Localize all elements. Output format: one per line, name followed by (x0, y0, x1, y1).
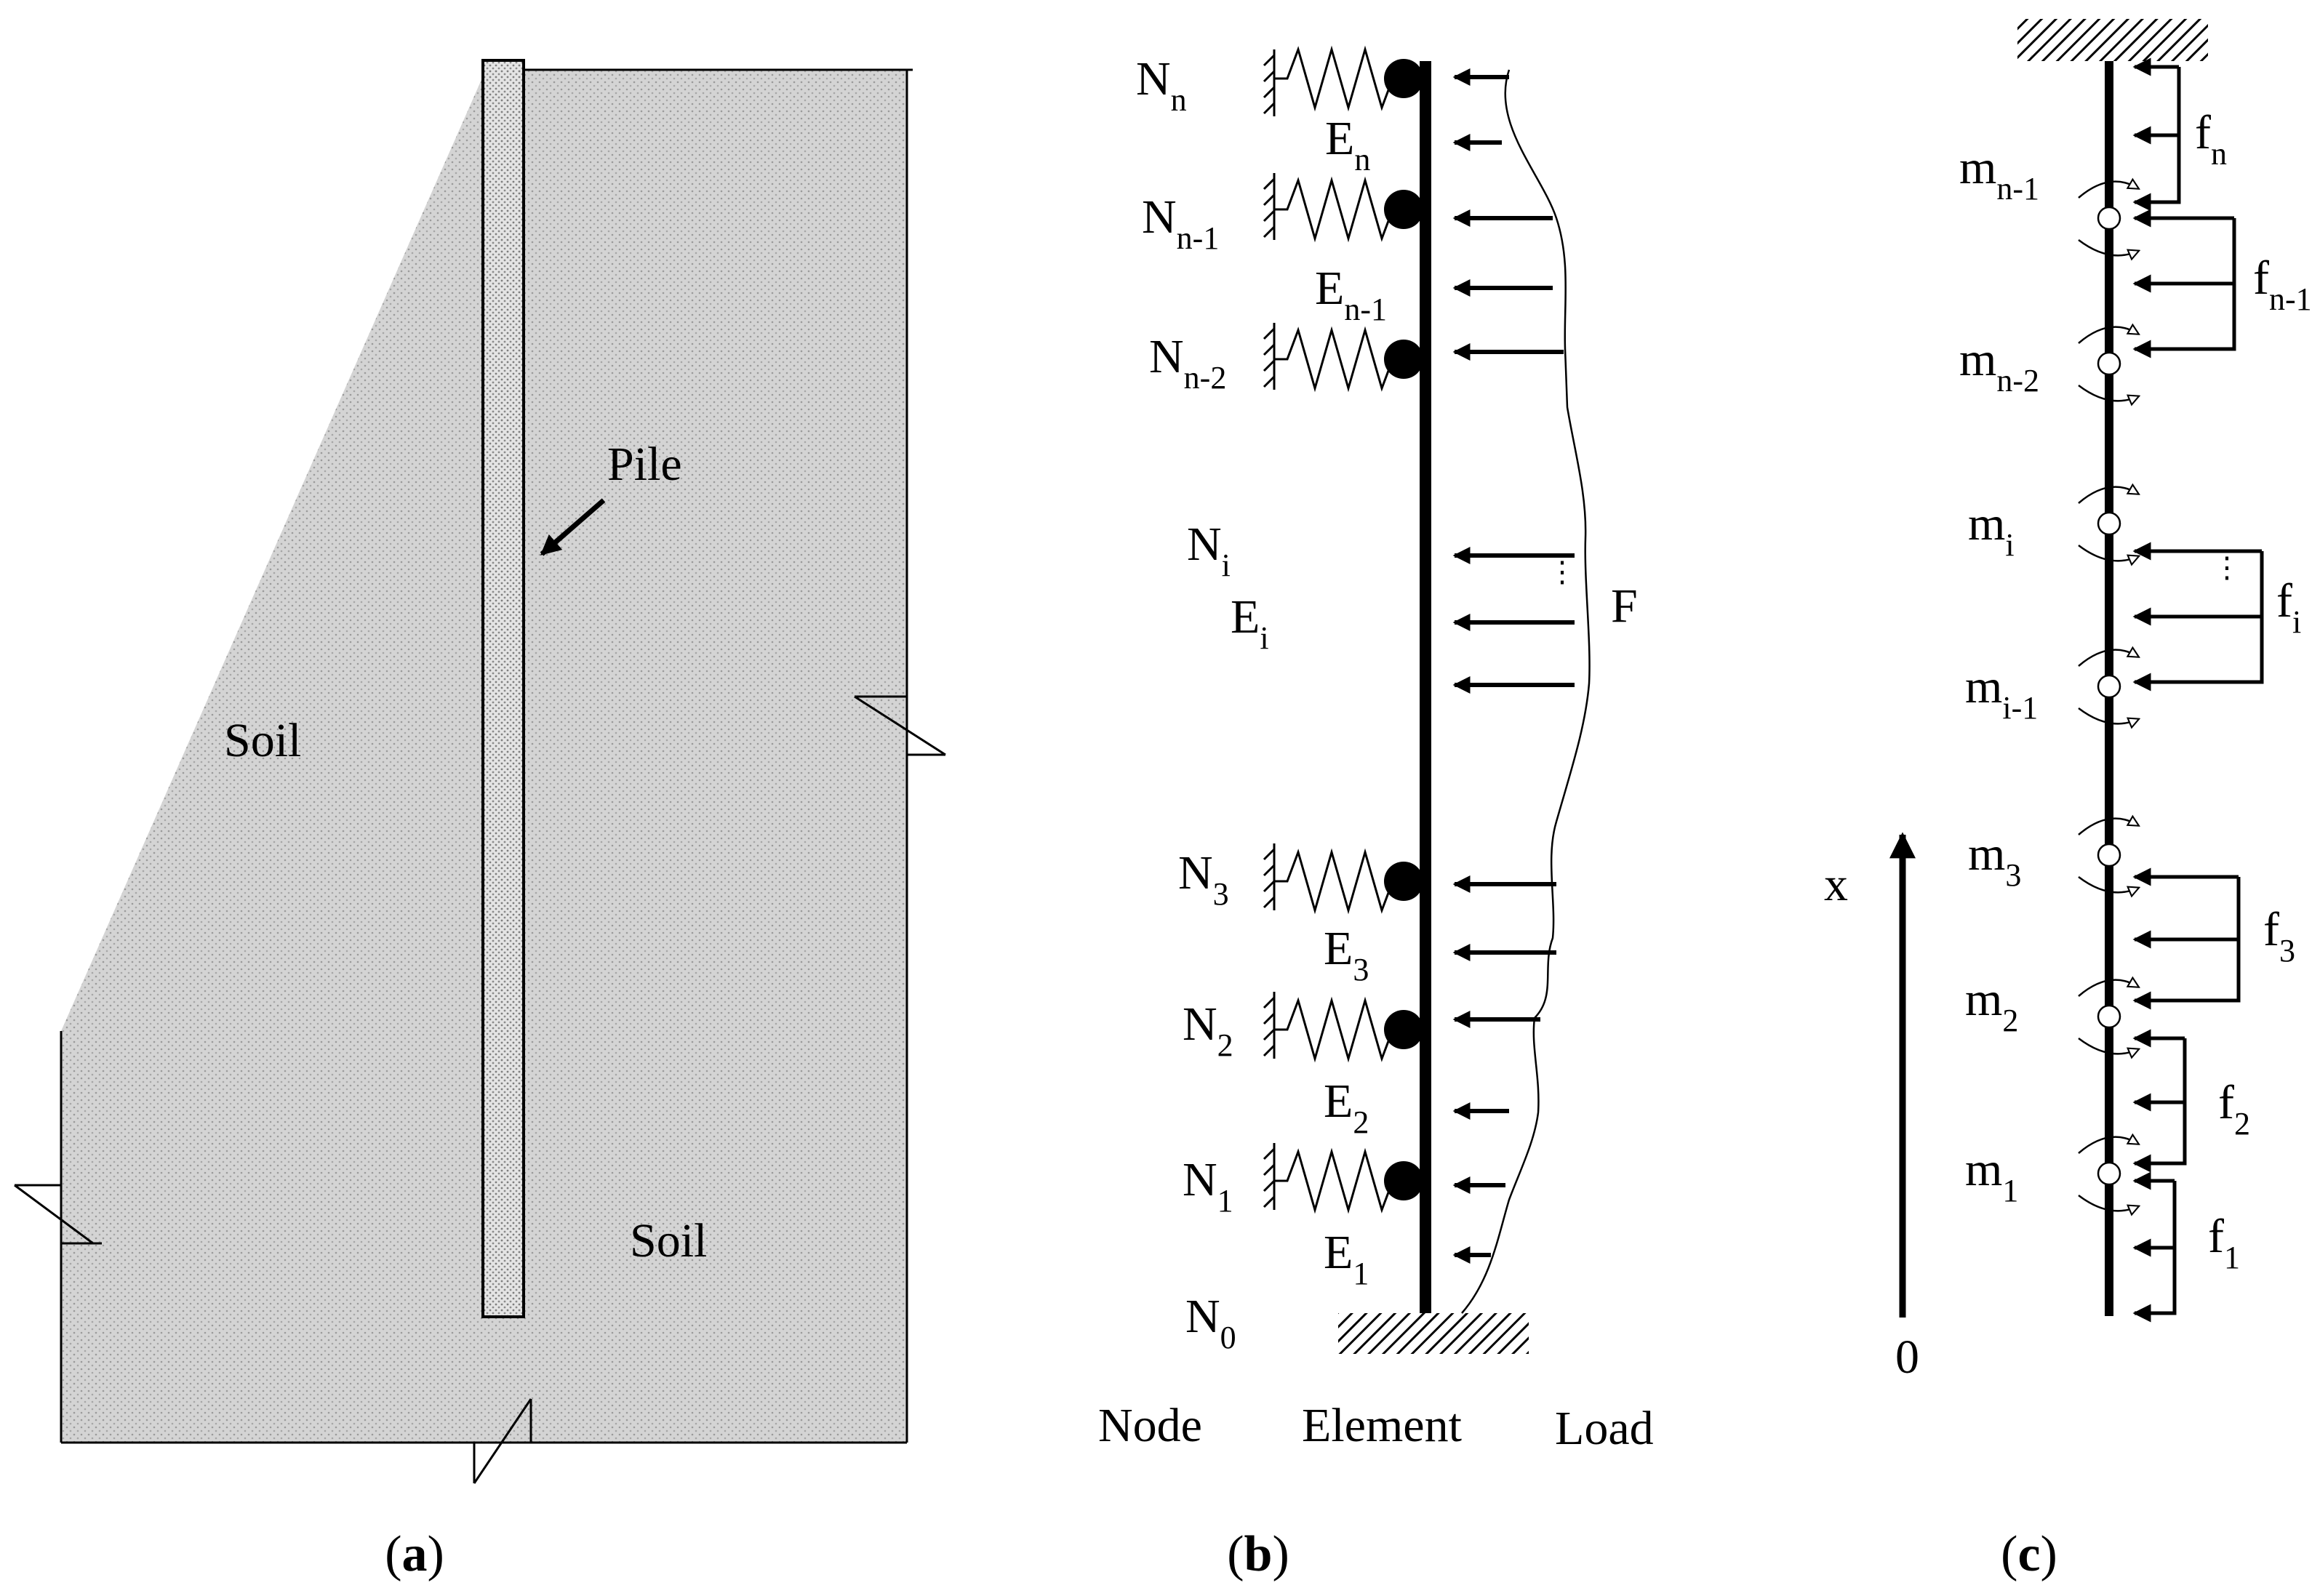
break-symbol-right (854, 695, 946, 756)
break-symbol-left (14, 1184, 102, 1245)
element-label-n: En (1325, 112, 1370, 177)
soil-label-left: Soil (224, 714, 301, 767)
fixed-base-b (1338, 1313, 1529, 1354)
node-label-n-1: Nn-1 (1142, 191, 1219, 256)
x-axis-label: x (1824, 858, 1848, 911)
soil-label-right: Soil (630, 1214, 707, 1267)
mass-label-1: m1 (1965, 1143, 2018, 1208)
force-brackets (2132, 57, 2264, 1323)
element-label-n-1: En-1 (1315, 262, 1387, 327)
load-curve (1461, 69, 1591, 1314)
spring-n1 (1273, 1143, 1418, 1214)
mass-label-2: m2 (1965, 973, 2018, 1038)
node-label-3: N3 (1178, 846, 1229, 912)
springs (1273, 45, 1418, 1214)
mass-label-i: mi (1968, 497, 2015, 563)
moment-arrows (2078, 182, 2137, 1211)
force-label-n: fn (2195, 106, 2227, 172)
pile-pointer-arrow (540, 498, 606, 556)
mass-label-n-1: mn-1 (1959, 141, 2039, 206)
load-arrows (1452, 68, 1575, 1264)
node-label-0: N0 (1185, 1290, 1236, 1355)
spring-n3 (1273, 843, 1418, 915)
load-ellipsis-b: ⋮ (1548, 556, 1577, 588)
panel-c: ⋮ mn-1 mn-2 (1824, 19, 2312, 1582)
caption-c: (c) (2001, 1526, 2057, 1582)
force-ellipsis-c: ⋮ (2212, 551, 2241, 584)
panel-b: ⋮ F (1098, 45, 1654, 1582)
break-symbol-bottom (473, 1398, 532, 1484)
force-label-1: f1 (2208, 1210, 2240, 1275)
element-label-i: Ei (1231, 590, 1269, 656)
element-label-1: E1 (1324, 1226, 1369, 1291)
caption-a: (a) (385, 1526, 444, 1582)
header-node: Node (1098, 1399, 1202, 1452)
mass-label-n-2: mn-2 (1959, 333, 2039, 398)
header-element: Element (1302, 1399, 1462, 1452)
mass-joints (2097, 206, 2121, 1186)
force-label-3: f3 (2263, 903, 2295, 969)
spring-nn1 (1273, 173, 1418, 243)
node-label-n: Nn (1136, 52, 1187, 118)
fixed-top-c (2017, 19, 2208, 61)
caption-b: (b) (1227, 1526, 1289, 1582)
spring-hatches (1263, 54, 1276, 1208)
element-label-3: E3 (1324, 922, 1369, 987)
node-label-1: N1 (1183, 1153, 1233, 1219)
node-label-i: Ni (1187, 518, 1231, 583)
pile (481, 59, 525, 1318)
spring-nn (1273, 45, 1418, 116)
force-label-2: f2 (2218, 1076, 2250, 1142)
header-load: Load (1555, 1402, 1654, 1455)
element-label-2: E2 (1324, 1075, 1369, 1140)
origin-label: 0 (1895, 1331, 1919, 1384)
mass-label-i-1: mi-1 (1965, 660, 2038, 726)
spring-n2 (1273, 992, 1418, 1063)
node-label-2: N2 (1183, 998, 1233, 1063)
node-label-n-2: Nn-2 (1149, 330, 1226, 396)
panel-a: Pile Soil Soil (a) (14, 59, 946, 1582)
mass-label-3: m3 (1968, 827, 2021, 893)
spring-nn2 (1273, 323, 1418, 393)
force-label-i: fi (2276, 574, 2301, 640)
pile-label: Pile (607, 438, 682, 491)
load-label: F (1611, 580, 1638, 633)
force-label-n-1: fn-1 (2253, 252, 2312, 317)
node-dots (1384, 59, 1423, 1200)
